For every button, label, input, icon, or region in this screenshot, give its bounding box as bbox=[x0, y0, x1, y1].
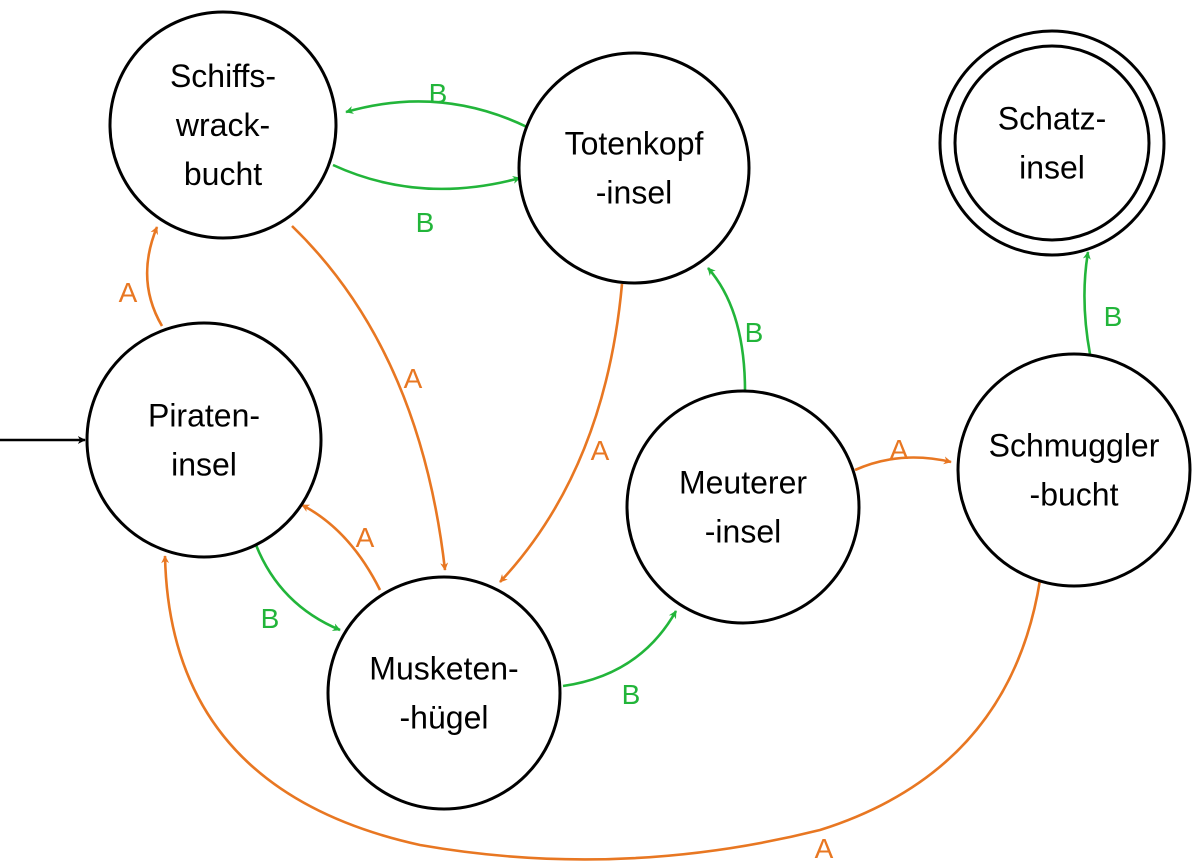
transition-arrow bbox=[707, 267, 747, 392]
transition-label: A bbox=[404, 363, 423, 394]
transition-arrow bbox=[161, 555, 1042, 861]
state-label-line: -bucht bbox=[1030, 477, 1119, 513]
state-pirateninsel: Piraten-insel bbox=[85, 321, 323, 559]
state-meutererinsel: Meuterer -insel bbox=[625, 389, 861, 625]
transition-label: B bbox=[745, 317, 764, 348]
transition-musketenhuegel-to-meutererinsel: B bbox=[562, 610, 678, 710]
transition-schmugglerbucht-to-pirateninsel: A bbox=[161, 555, 1042, 863]
state-label-line: Totenkopf bbox=[565, 126, 704, 162]
state-musketenhuegel: Musketen- -hügel bbox=[326, 575, 562, 811]
transition-arrow bbox=[291, 225, 449, 571]
transition-arrow bbox=[499, 283, 624, 583]
transition-pirateninsel-to-musketenhuegel: B bbox=[254, 544, 341, 634]
transition-pirateninsel-to-schiffswrackbucht: A bbox=[119, 226, 164, 327]
transition-totenkopfinsel-to-musketenhuegel: A bbox=[499, 283, 624, 583]
state-circle bbox=[85, 321, 323, 559]
nodes: Schiffs-wrack-buchtTotenkopf-inselSchatz… bbox=[85, 10, 1192, 811]
transition-arrow bbox=[854, 456, 952, 472]
state-label-line: bucht bbox=[184, 156, 262, 192]
state-circle bbox=[517, 51, 751, 285]
transition-arrow bbox=[1082, 251, 1092, 355]
accepting-inner-circle bbox=[953, 44, 1151, 242]
transition-arrow bbox=[145, 226, 164, 327]
transition-meutererinsel-to-totenkopfinsel: B bbox=[707, 267, 764, 392]
transition-musketenhuegel-to-pirateninsel: A bbox=[301, 503, 382, 591]
transition-label: A bbox=[591, 435, 610, 466]
state-circle bbox=[625, 389, 861, 625]
transition-label: A bbox=[356, 522, 375, 553]
transition-label: B bbox=[261, 603, 280, 634]
state-label-line: -hügel bbox=[400, 700, 489, 736]
state-label-line: insel bbox=[171, 447, 237, 483]
transition-meutererinsel-to-schmugglerbucht: A bbox=[854, 434, 952, 472]
state-label-line: -insel bbox=[596, 175, 672, 211]
state-label-line: Schmuggler bbox=[989, 428, 1160, 464]
state-label-line: Musketen- bbox=[369, 651, 518, 687]
transition-label: B bbox=[1104, 301, 1123, 332]
state-schatzinsel: Schatz-insel bbox=[938, 29, 1166, 257]
state-circle bbox=[108, 10, 338, 240]
transition-schiffswrackbucht-to-musketenhuegel: A bbox=[291, 225, 449, 571]
transition-label: A bbox=[890, 434, 909, 465]
state-label-line: wrack- bbox=[175, 107, 270, 143]
transition-schiffswrackbucht-to-totenkopfinsel: B bbox=[332, 163, 521, 238]
transition-arrow bbox=[332, 163, 521, 191]
transition-label: A bbox=[815, 833, 834, 863]
transition-arrow bbox=[301, 503, 382, 591]
state-label-line: -insel bbox=[705, 514, 781, 550]
state-schmugglerbucht: Schmuggler -bucht bbox=[956, 352, 1192, 588]
state-schiffswrackbucht: Schiffs-wrack-bucht bbox=[108, 10, 338, 240]
transition-arrow bbox=[562, 610, 678, 688]
state-label-line: Schatz- bbox=[998, 101, 1106, 137]
state-label-line: Schiffs- bbox=[170, 58, 276, 94]
transition-totenkopfinsel-to-schiffswrackbucht: B bbox=[345, 78, 528, 129]
transition-arrow bbox=[345, 100, 528, 129]
transition-label: B bbox=[429, 78, 448, 109]
transition-arrow bbox=[254, 544, 341, 632]
state-label-line: insel bbox=[1019, 150, 1085, 186]
transition-label: A bbox=[119, 277, 138, 308]
state-circle bbox=[326, 575, 562, 811]
state-label-line: Meuterer bbox=[679, 465, 807, 501]
state-totenkopfinsel: Totenkopf -insel bbox=[517, 51, 751, 285]
edges: B B A A A B B A A B B A bbox=[0, 78, 1122, 863]
transition-schmugglerbucht-to-schatzinsel: B bbox=[1082, 251, 1123, 355]
transition-label: B bbox=[416, 207, 435, 238]
state-circle bbox=[956, 352, 1192, 588]
transition-label: B bbox=[622, 679, 641, 710]
state-label-line: Piraten- bbox=[148, 398, 260, 434]
